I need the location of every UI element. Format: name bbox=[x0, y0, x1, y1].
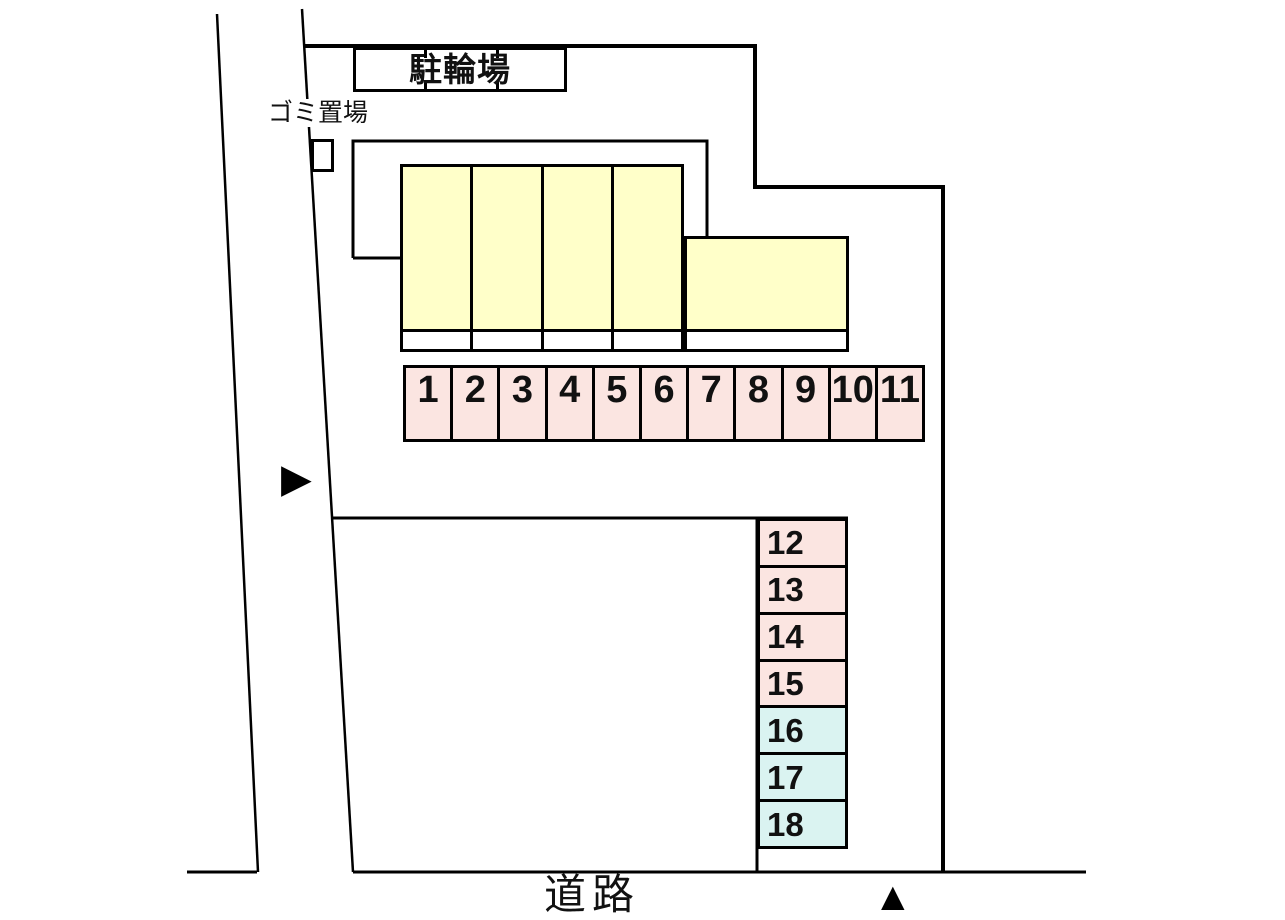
building-unit bbox=[403, 167, 474, 349]
parking-space-5: 5 bbox=[595, 368, 642, 439]
entrance-arrow-right-icon: ▶ bbox=[281, 457, 312, 501]
site-boundary-line bbox=[304, 44, 945, 872]
building-outline bbox=[351, 139, 709, 260]
parking-space-2: 2 bbox=[453, 368, 501, 439]
building-unit bbox=[543, 167, 614, 349]
unit-balcony-strip bbox=[403, 332, 471, 349]
bike-box-divider bbox=[496, 50, 499, 89]
parking-space-16: 16 bbox=[760, 708, 845, 756]
parking-space-11: 11 bbox=[879, 369, 921, 411]
building-units-row bbox=[400, 164, 684, 352]
right-block-room bbox=[687, 239, 846, 332]
right-block-strip bbox=[687, 332, 846, 349]
road-right-edge-line bbox=[300, 8, 355, 873]
unit-room bbox=[543, 167, 611, 332]
parking-space-13: 13 bbox=[760, 567, 845, 615]
unit-room bbox=[613, 167, 681, 332]
road-left-edge-line bbox=[215, 13, 260, 873]
road-label: 道路 bbox=[544, 871, 641, 918]
unit-room bbox=[403, 167, 471, 332]
building-unit bbox=[613, 167, 681, 349]
parking-space-18: 18 bbox=[760, 802, 845, 847]
unit-balcony-strip bbox=[473, 332, 541, 349]
building-right-block bbox=[684, 236, 849, 352]
bicycle-parking-label: 駐輪場 bbox=[409, 51, 511, 88]
parking-space-9: 9 bbox=[784, 368, 831, 439]
parking-space-14: 14 bbox=[760, 614, 845, 662]
garbage-area-box bbox=[311, 139, 334, 172]
parking-space-1: 1 bbox=[406, 368, 454, 439]
parking-space-8: 8 bbox=[736, 368, 784, 439]
unit-room bbox=[473, 167, 541, 332]
entrance-arrow-up-icon: ▲ bbox=[873, 875, 913, 919]
parking-space-17: 17 bbox=[760, 755, 845, 803]
building-unit bbox=[473, 167, 544, 349]
bike-box-divider bbox=[424, 50, 427, 89]
parking-space-10: 10 bbox=[831, 368, 878, 439]
garbage-area-label: ゴミ置場 bbox=[266, 99, 371, 127]
parking-column-right: 12 13 14 15 16 17 18 bbox=[757, 518, 848, 849]
bicycle-parking-box: 駐輪場 bbox=[353, 47, 567, 92]
parking-space-12: 12 bbox=[760, 521, 845, 568]
parking-space-15: 15 bbox=[760, 661, 845, 709]
parking-space-4: 4 bbox=[548, 368, 595, 439]
unit-balcony-strip bbox=[543, 332, 611, 349]
parking-row-top: 1 2 3 4 5 6 7 8 9 10 11 bbox=[403, 365, 925, 442]
parking-space-3: 3 bbox=[500, 368, 548, 439]
unit-balcony-strip bbox=[613, 332, 681, 349]
parking-space-7: 7 bbox=[689, 368, 737, 439]
parking-space-6: 6 bbox=[642, 368, 690, 439]
